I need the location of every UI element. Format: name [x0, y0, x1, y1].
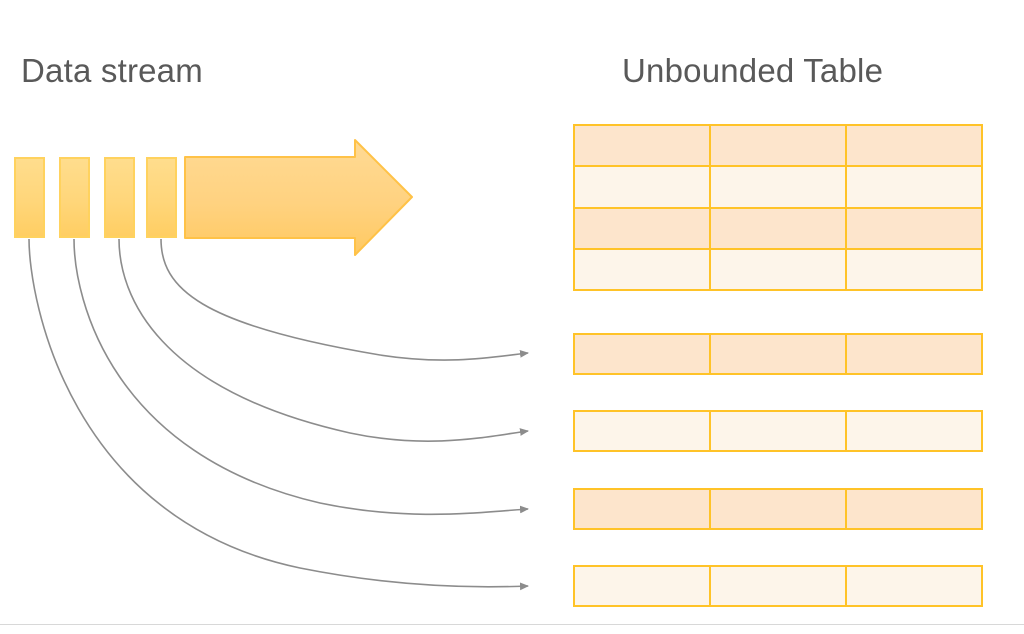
connector-bar-1-to-row-2 [73, 238, 529, 516]
table-cell [845, 206, 983, 250]
stream-row [573, 565, 983, 607]
table-cell [573, 206, 711, 250]
stream-row-cell [845, 565, 983, 607]
stream-row-cell [845, 410, 983, 452]
table-cell [573, 165, 711, 209]
stream-row-cell [709, 488, 847, 530]
stream-row-cell [573, 488, 711, 530]
data-stream-bar [59, 157, 90, 238]
stream-row-cell [573, 333, 711, 375]
data-stream-bar [146, 157, 177, 238]
stream-row [573, 410, 983, 452]
connector-bar-0-to-row-3 [28, 238, 529, 591]
stream-row-cell [709, 410, 847, 452]
data-stream-bar [104, 157, 135, 238]
data-stream-bar [14, 157, 45, 238]
stream-row [573, 488, 983, 530]
table-cell [573, 247, 711, 291]
stream-row-cell [573, 565, 711, 607]
stream-row [573, 333, 983, 375]
stream-row-cell [709, 333, 847, 375]
stream-row-cell [709, 565, 847, 607]
connector-bar-3-to-row-0 [160, 238, 529, 361]
table-cell [845, 124, 983, 168]
table-cell [709, 206, 847, 250]
table-cell [709, 165, 847, 209]
bottom-divider [0, 624, 1024, 625]
flow-arrow-icon [184, 139, 413, 256]
stream-row-cell [845, 488, 983, 530]
table-cell [845, 247, 983, 291]
stream-row-cell [573, 410, 711, 452]
table-cell [573, 124, 711, 168]
table-cell [709, 124, 847, 168]
unbounded-table [573, 124, 983, 291]
table-cell [709, 247, 847, 291]
stream-row-cell [845, 333, 983, 375]
connector-bar-2-to-row-1 [118, 238, 529, 442]
data-stream-title: Data stream [21, 52, 203, 89]
table-cell [845, 165, 983, 209]
unbounded-table-title: Unbounded Table [622, 52, 884, 89]
